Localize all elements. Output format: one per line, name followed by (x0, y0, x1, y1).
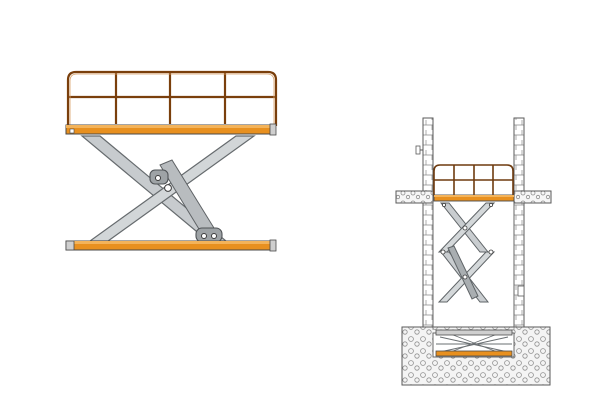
scissor-arms (80, 135, 256, 242)
shaft-wall-left (422, 117, 434, 331)
base-frame (65, 239, 277, 252)
pivot-pin-icon (440, 202, 494, 280)
guard-railing-icon (66, 70, 278, 126)
double-scissor-arms (437, 202, 496, 303)
folded-scissor-base (436, 332, 512, 354)
single-scissor-lift (65, 70, 278, 252)
floor-slab-left (395, 190, 434, 204)
guard-railing-icon (433, 164, 514, 196)
shaft-wall-right (513, 117, 525, 331)
double-scissor-lift-in-shaft (395, 117, 552, 386)
floor-slab-right (513, 190, 552, 204)
top-platform-deck (65, 123, 277, 136)
pit-base-frame (435, 350, 513, 357)
